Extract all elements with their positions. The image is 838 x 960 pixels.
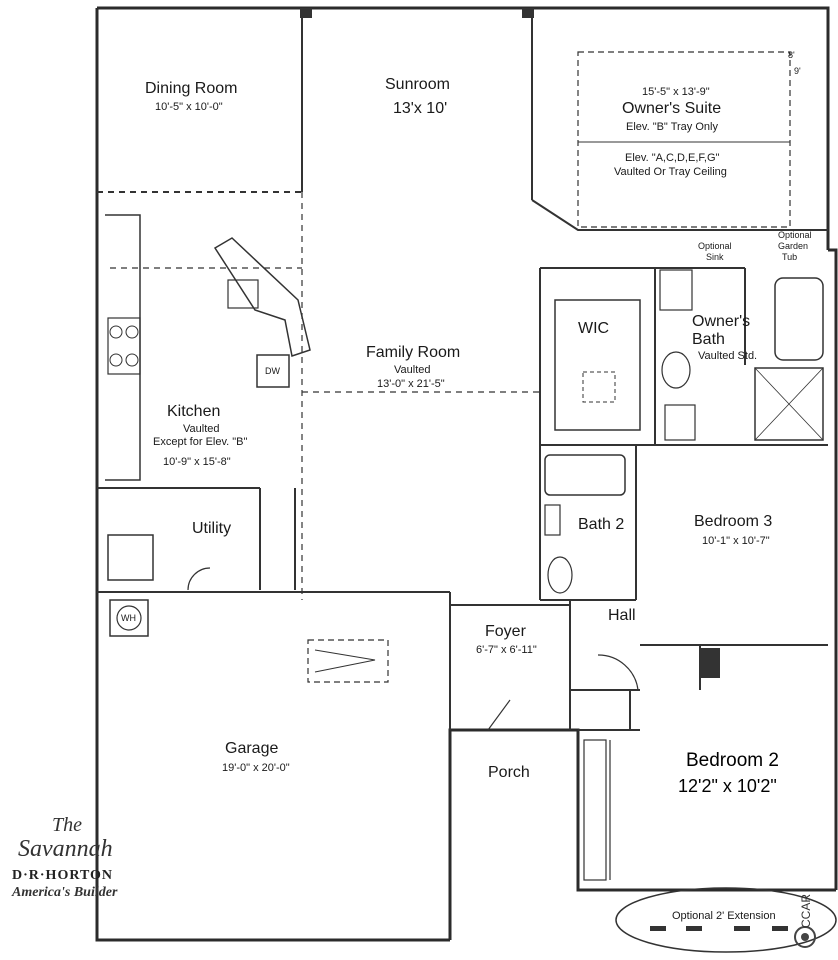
kitchen-label: Kitchen: [167, 403, 221, 420]
owners-suite-label: Owner's Suite: [622, 100, 722, 117]
bedroom-2-label: Bedroom 2: [686, 750, 779, 771]
brand-tagline: America's Builder: [12, 885, 118, 900]
hall-label: Hall: [608, 607, 636, 624]
brand-savannah: Savannah: [18, 836, 113, 862]
ccar-watermark: CCAR: [799, 893, 813, 928]
bedroom-2-dimensions: 12'2" x 10'2": [678, 776, 777, 796]
foyer-dimensions: 6'-7" x 6'-11": [476, 644, 537, 656]
owners-bath-label-1: Owner's: [692, 313, 751, 330]
optional-tub-label-1: Optional: [778, 230, 812, 240]
porch-label: Porch: [488, 764, 530, 781]
family-room-note: Vaulted: [394, 364, 431, 376]
dining-room-label: Dining Room: [145, 80, 238, 97]
optional-sink-label-1: Optional: [698, 241, 732, 251]
bedroom-3-label: Bedroom 3: [694, 513, 773, 530]
optional-extension-label: Optional 2' Extension: [672, 910, 776, 922]
dishwasher-label: DW: [265, 366, 280, 376]
sunroom-label: Sunroom: [385, 76, 450, 93]
bath-2-label: Bath 2: [578, 516, 625, 533]
kitchen-note-vaulted: Vaulted: [183, 423, 220, 435]
bedroom-3-dimensions: 10'-1" x 10'-7": [702, 535, 770, 547]
optional-tub-label-2: Garden: [778, 241, 809, 251]
kitchen-dimensions: 10'-9" x 15'-8": [163, 456, 231, 468]
optional-sink-label-2: Sink: [706, 252, 724, 262]
owners-suite-dimensions: 15'-5" x 13'-9": [642, 86, 710, 98]
garage-dimensions: 19'-0" x 20'-0": [222, 762, 290, 774]
ceiling-mark-9: 9': [794, 66, 801, 76]
utility-label: Utility: [192, 520, 232, 537]
owners-suite-note-ceiling: Vaulted Or Tray Ceiling: [614, 166, 727, 178]
family-room-dimensions: 13'-0" x 21'-5": [377, 378, 445, 390]
foyer-label: Foyer: [485, 623, 526, 640]
water-heater-label: WH: [121, 613, 136, 623]
garage-label: Garage: [225, 740, 279, 757]
kitchen-note-elevation: Except for Elev. "B": [153, 436, 248, 448]
brand-the: The: [52, 814, 82, 836]
wic-label: WIC: [578, 320, 610, 337]
family-room-label: Family Room: [366, 344, 461, 361]
ceiling-mark-8: 8': [788, 50, 795, 60]
owners-suite-note-tray: Elev. "B" Tray Only: [626, 121, 718, 133]
owners-bath-note: Vaulted Std.: [698, 350, 758, 362]
dining-room-dimensions: 10'-5" x 10'-0": [155, 101, 223, 113]
owners-suite-note-elevations: Elev. "A,C,D,E,F,G": [625, 152, 720, 164]
brand-company: D·R·HORTON: [12, 868, 114, 883]
optional-tub-label-3: Tub: [782, 252, 798, 262]
sunroom-dimensions: 13'x 10': [393, 100, 448, 117]
owners-bath-label-2: Bath: [692, 331, 725, 348]
